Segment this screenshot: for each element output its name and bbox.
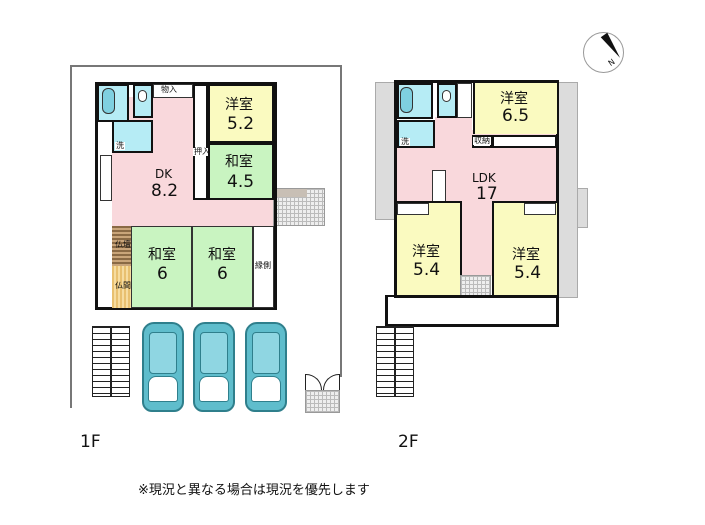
parked-car-3: [245, 322, 287, 412]
western-room-5-4-a-size: 5.4: [413, 260, 441, 280]
japanese-room-6-b: [192, 226, 253, 308]
washroom: [112, 120, 153, 153]
closet-room-b: [524, 203, 556, 215]
dk-name: DK: [155, 167, 173, 181]
stair-landing-2f: [460, 275, 491, 296]
western-room-1f: [208, 84, 274, 143]
veranda-label: 縁側: [254, 261, 272, 271]
stairs-divider: [110, 326, 112, 397]
dk-size: 8.2: [151, 181, 179, 201]
washroom-2f-label: 洗: [400, 137, 410, 147]
japanese-room-6-a-name: 和室: [148, 247, 176, 263]
ldk-size: 17: [476, 184, 498, 204]
kitchen-counter: [100, 155, 112, 201]
lower-deck-2f: [385, 295, 559, 327]
disclaimer-note: ※現況と異なる場合は現況を優先します: [138, 483, 370, 498]
deck-step: [274, 189, 307, 197]
washroom-label: 洗: [115, 141, 125, 151]
western-room-6-5: [473, 83, 557, 134]
parked-car-2: [193, 322, 235, 412]
closet-column: [193, 84, 208, 200]
western-room-6-5-name: 洋室: [500, 91, 528, 107]
toilet-2f-icon: [442, 90, 451, 102]
stairs-2f-divider: [394, 326, 396, 397]
western-room-5-4-b: [492, 201, 557, 296]
western-room-5-4-a: [397, 201, 462, 296]
gate-doors: [305, 374, 340, 390]
japanese-room-6-a: [131, 226, 192, 308]
western-room-5-4-b-name: 洋室: [512, 247, 540, 263]
building-outline-1f: [95, 82, 277, 310]
property-line-left: [70, 65, 72, 408]
western-room-1f-size: 5.2: [227, 114, 255, 134]
bathtub-2f-icon: [400, 87, 413, 113]
japanese-room-4-5-size: 4.5: [227, 172, 255, 192]
japanese-room-4-5-name: 和室: [225, 154, 253, 170]
balcony-right-bump: [577, 188, 588, 228]
altar: [112, 226, 131, 266]
altar-label: 仏壇: [115, 240, 131, 249]
storage-label: 物入: [160, 85, 178, 95]
dk-floor-lower: [112, 198, 275, 227]
property-line-right: [340, 65, 342, 377]
hallway-floor: [462, 200, 492, 276]
hall-top: [435, 117, 472, 132]
property-line-top: [70, 65, 342, 67]
japanese-room-6-b-size: 6: [217, 264, 228, 284]
western-room-1f-name: 洋室: [225, 97, 253, 113]
bathtub-icon: [102, 88, 115, 114]
western-room-5-4-b-size: 5.4: [514, 263, 542, 283]
japanese-room-6-b-name: 和室: [208, 247, 236, 263]
parked-car-1: [142, 322, 184, 412]
altar-room-label: 仏間: [115, 281, 131, 290]
balcony-right: [557, 82, 578, 298]
storage-2f-label: 収納: [473, 136, 491, 146]
japanese-room-6-a-size: 6: [157, 264, 168, 284]
floor-plan-2f: 洗 洋室 6.5 収納 LDK 17 洋室 5.4 洋室 5.4: [360, 0, 705, 420]
japanese-room-4-5: [208, 143, 274, 200]
altar-room: [112, 266, 131, 308]
compass: N: [583, 32, 624, 73]
ldk-name: LDK: [472, 171, 496, 185]
closet-label: 押入: [193, 147, 211, 157]
western-room-6-5-size: 6.5: [502, 106, 530, 126]
western-room-5-4-a-name: 洋室: [412, 244, 440, 260]
gate-entrance: [305, 390, 340, 413]
closet-room-a: [397, 203, 429, 215]
floor-plan-1f: 物入 洗 押入 洋室 5.2 和室 4.5 DK 8.2 仏壇 仏間 和室 6 …: [0, 0, 350, 420]
closet-2f-top: [457, 83, 472, 118]
floor-label-1f: 1F: [80, 432, 101, 452]
closet-2f: [492, 135, 557, 148]
floor-label-2f: 2F: [398, 432, 419, 452]
toilet-icon: [138, 90, 147, 102]
